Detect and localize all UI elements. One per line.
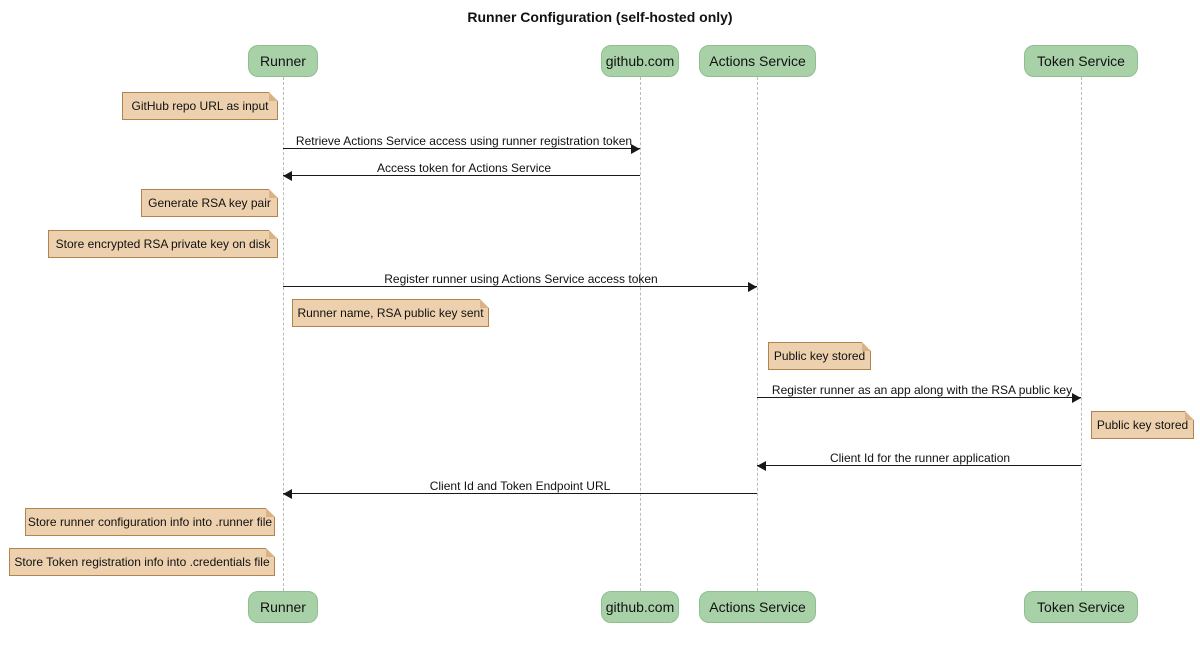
arrowhead-left-icon [757, 461, 766, 471]
message-line [757, 397, 1081, 398]
message-line [283, 148, 640, 149]
arrowhead-left-icon [283, 171, 292, 181]
participant-github-top: github.com [601, 45, 679, 77]
message-label: Client Id for the runner application [829, 451, 1011, 465]
participant-runner-top: Runner [248, 45, 318, 77]
lifeline-actions-service [757, 77, 758, 591]
lifeline-github [640, 77, 641, 591]
note-github-repo-url-as-input: GitHub repo URL as input [122, 92, 278, 120]
participant-actions-service-top: Actions Service [699, 45, 816, 77]
participant-token-service-bottom: Token Service [1024, 591, 1138, 623]
arrowhead-right-icon [631, 144, 640, 154]
arrowhead-left-icon [283, 489, 292, 499]
diagram-title: Runner Configuration (self-hosted only) [467, 9, 733, 25]
message-label: Register runner using Actions Service ac… [384, 272, 658, 286]
arrowhead-right-icon [748, 282, 757, 292]
note-public-key-stored-actions: Public key stored [768, 342, 871, 370]
participant-github-bottom: github.com [601, 591, 679, 623]
lifeline-token-service [1081, 77, 1082, 591]
participant-actions-service-bottom: Actions Service [699, 591, 816, 623]
participant-runner-bottom: Runner [248, 591, 318, 623]
note-runner-name-public-key-sent: Runner name, RSA public key sent [292, 299, 489, 327]
message-label: Register runner as an app along with the… [771, 383, 1073, 397]
message-label: Retrieve Actions Service access using ru… [295, 134, 633, 148]
note-store-runner-configuration-file: Store runner configuration info into .ru… [25, 508, 275, 536]
message-label: Access token for Actions Service [376, 161, 552, 175]
note-store-token-registration-file: Store Token registration info into .cred… [9, 548, 275, 576]
message-line [757, 465, 1081, 466]
message-line [283, 286, 757, 287]
note-public-key-stored-token: Public key stored [1091, 411, 1194, 439]
arrowhead-right-icon [1072, 393, 1081, 403]
note-generate-rsa-key-pair: Generate RSA key pair [141, 189, 278, 217]
lifeline-runner [283, 77, 284, 591]
message-line [283, 175, 640, 176]
participant-token-service-top: Token Service [1024, 45, 1138, 77]
message-label: Client Id and Token Endpoint URL [429, 479, 611, 493]
note-store-encrypted-private-key: Store encrypted RSA private key on disk [48, 230, 278, 258]
message-line [283, 493, 757, 494]
